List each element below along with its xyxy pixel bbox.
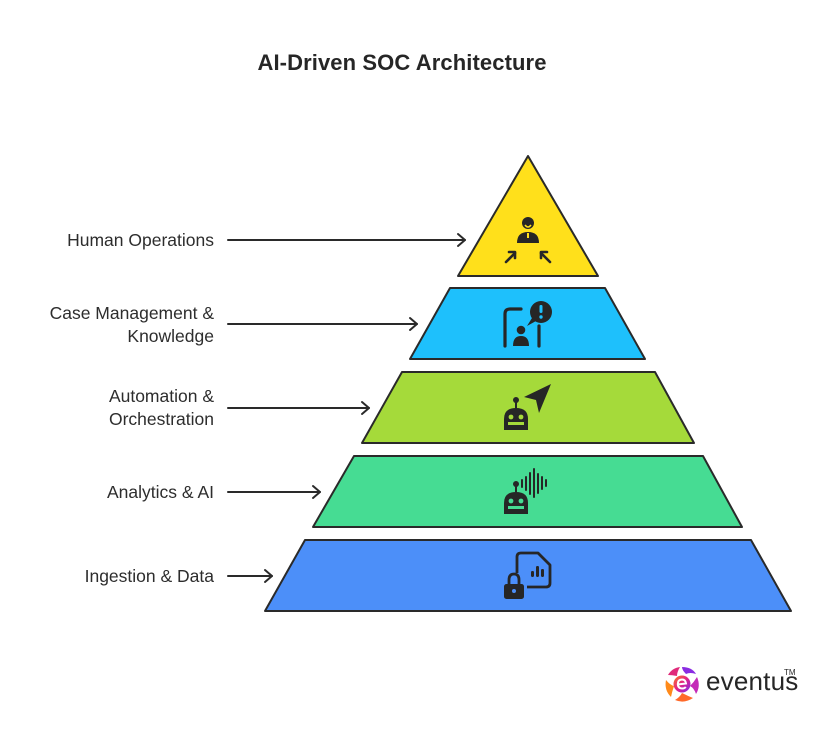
label-line: Case Management & (49, 303, 214, 323)
robot-soundwave-icon (504, 468, 547, 514)
arrow-case-management (227, 317, 418, 331)
layer-human-operations (457, 155, 599, 277)
label-case-management: Case Management & Knowledge (50, 302, 214, 348)
lock-data-file-icon (504, 551, 552, 599)
label-automation: Automation & Orchestration (109, 385, 214, 431)
layer-ingestion (264, 539, 792, 612)
layer-case-management (409, 287, 646, 360)
diagram-title: AI-Driven SOC Architecture (257, 50, 547, 75)
label-human-operations: Human Operations (67, 229, 214, 252)
arrow-human-operations (227, 233, 466, 247)
trademark-mark: TM (784, 668, 796, 677)
layer-automation (361, 371, 695, 444)
robot-navigation-icon (504, 384, 551, 430)
label-line: Analytics & AI (107, 482, 214, 502)
people-convergence-icon (504, 217, 552, 264)
label-ingestion: Ingestion & Data (85, 565, 214, 588)
arrow-analytics (227, 485, 321, 499)
layer-analytics (312, 455, 743, 528)
arrow-ingestion (227, 569, 273, 583)
arrow-automation (227, 401, 370, 415)
label-line: Knowledge (127, 326, 214, 346)
label-line: Human Operations (67, 230, 214, 250)
label-line: Orchestration (108, 409, 214, 429)
label-line: Automation & (108, 386, 214, 406)
label-line: Ingestion & Data (84, 566, 214, 586)
eventus-logo-text: eventus (706, 666, 799, 696)
case-alert-user-icon (503, 301, 552, 348)
eventus-logo-mark-icon (665, 667, 699, 702)
eventus-logo: eventus TM (662, 662, 802, 706)
label-analytics: Analytics & AI (107, 481, 214, 504)
